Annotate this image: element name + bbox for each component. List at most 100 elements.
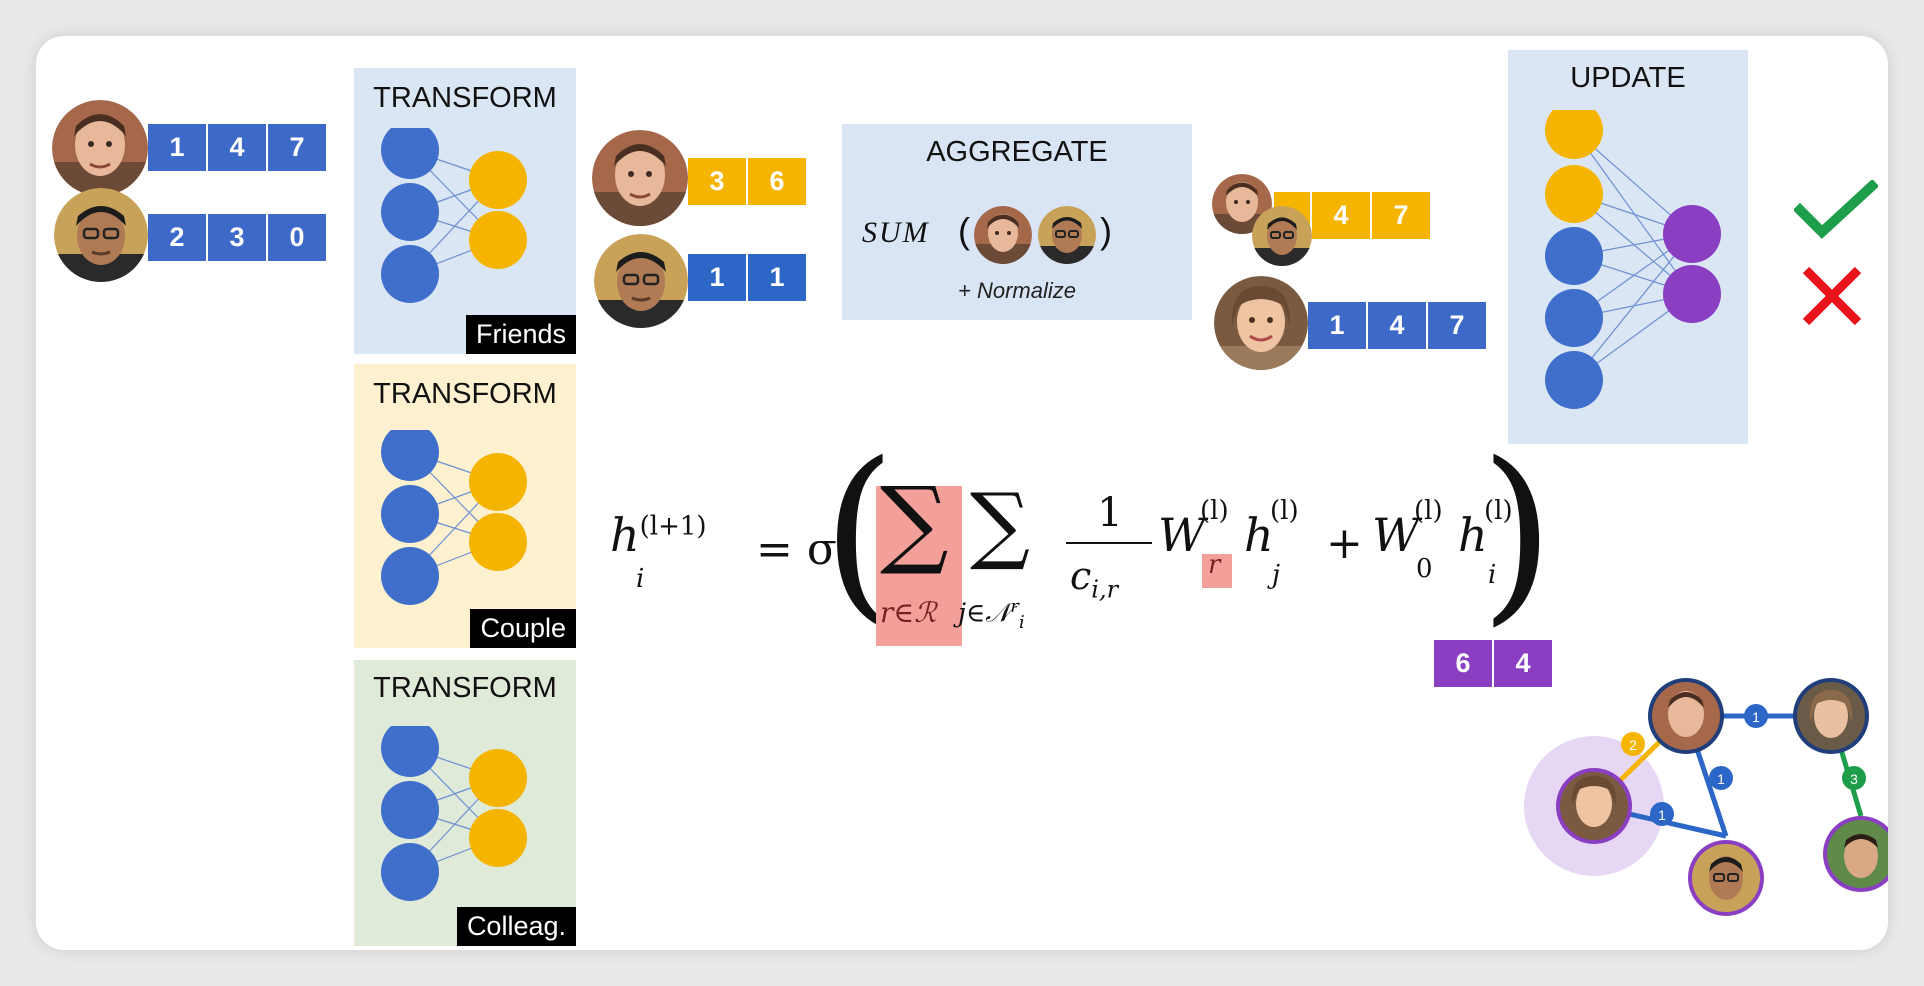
graph-node-woman-b bbox=[1793, 678, 1869, 754]
weight-w-sub: r bbox=[1208, 550, 1221, 580]
fraction-numerator: 1 bbox=[1097, 490, 1123, 536]
vector-cell: 4 bbox=[1366, 302, 1426, 349]
input-vector-man-b: 2 3 0 bbox=[148, 214, 326, 261]
neighbor-h-sup: (l) bbox=[1270, 496, 1299, 526]
self-weight-w: W bbox=[1372, 508, 1420, 562]
rgcn-formula: h(l+1) i = σ ( ∑ r∈ℛ ∑ j∈𝒩ri 1 ci,r W (l… bbox=[610, 438, 1554, 666]
relation-label-friends: Friends bbox=[465, 315, 576, 354]
self-h-sub: i bbox=[1488, 560, 1497, 590]
neighbor-sum-sub-sup: r bbox=[1010, 596, 1019, 617]
edge-badge bbox=[1621, 732, 1645, 756]
vector-cell: 4 bbox=[206, 124, 266, 171]
formula-paren-close: ) bbox=[1480, 422, 1555, 643]
formula-h: h bbox=[610, 508, 640, 562]
vector-cell: 1 bbox=[148, 124, 206, 171]
person-avatar-man-b bbox=[1252, 206, 1312, 266]
normalize-label: + Normalize bbox=[958, 278, 1076, 303]
message-vector-man-a: 3 6 bbox=[688, 158, 806, 205]
neural-net-icon bbox=[381, 726, 527, 901]
paren-open: ( bbox=[958, 210, 970, 251]
edge-badge bbox=[1650, 802, 1674, 826]
vector-cell: 3 bbox=[206, 214, 266, 261]
vector-cell: 7 bbox=[266, 124, 326, 171]
relation-label-colleagues: Colleag. bbox=[456, 907, 576, 946]
vector-cell: 6 bbox=[1434, 640, 1492, 687]
neural-net-icon bbox=[381, 128, 527, 303]
transform-panel-friends: TRANSFORM Friends bbox=[354, 68, 576, 354]
edge-badge-label: 1 bbox=[1658, 807, 1666, 823]
edge-badge-label: 3 bbox=[1850, 771, 1858, 787]
panel-title: TRANSFORM bbox=[373, 82, 557, 114]
slide-canvas: 1 4 7 2 3 0 TRANSFORM Friends TRANSFORM … bbox=[36, 36, 1888, 950]
vector-cell: 1 bbox=[688, 254, 746, 301]
person-avatar-man-b bbox=[594, 234, 688, 328]
message-vector-man-b: 1 1 bbox=[688, 254, 806, 301]
edge-badge bbox=[1842, 766, 1866, 790]
person-avatar-woman bbox=[1214, 276, 1308, 370]
neural-net-icon bbox=[381, 430, 527, 605]
relation-sum-sub: r∈ℛ bbox=[880, 596, 937, 629]
vector-cell: 7 bbox=[1370, 192, 1430, 239]
neighbor-sum-sub-sub: i bbox=[1018, 611, 1025, 633]
neighbor-h-sub: j bbox=[1272, 560, 1281, 590]
weight-w: W bbox=[1158, 508, 1206, 562]
person-avatar-man-a bbox=[592, 130, 688, 226]
self-h-sup: (l) bbox=[1484, 496, 1513, 526]
sum-label: SUM bbox=[862, 216, 930, 249]
person-avatar-man-b bbox=[1038, 206, 1096, 264]
vector-cell: 2 bbox=[148, 214, 206, 261]
vector-cell: 6 bbox=[746, 158, 806, 205]
graph-node-man-c bbox=[1823, 816, 1888, 892]
panel-title: UPDATE bbox=[1570, 62, 1686, 94]
graph-node-woman bbox=[1556, 768, 1632, 844]
weight-w-sup: (l) bbox=[1200, 496, 1229, 526]
edge-badge-label: 1 bbox=[1717, 771, 1725, 787]
vector-cell: 4 bbox=[1310, 192, 1370, 239]
graph-node-man-a bbox=[1648, 678, 1724, 754]
fraction-denominator: ci,r bbox=[1070, 554, 1118, 604]
transform-panel-couple: TRANSFORM Couple bbox=[354, 364, 576, 648]
update-panel: UPDATE bbox=[1508, 50, 1748, 444]
formula-equals-sigma: = σ bbox=[756, 524, 837, 575]
self-h: h bbox=[1458, 508, 1488, 562]
update-network-icon bbox=[1545, 110, 1721, 409]
edge-badge bbox=[1709, 766, 1733, 790]
input-vector-man-a: 1 4 7 bbox=[148, 124, 326, 171]
transform-panel-colleagues: TRANSFORM Colleag. bbox=[354, 660, 576, 946]
output-vector: 6 4 bbox=[1434, 640, 1552, 687]
cross-icon bbox=[1802, 266, 1862, 326]
person-avatar-man-a bbox=[1212, 174, 1272, 234]
relation-sum-symbol: ∑ bbox=[880, 466, 949, 578]
person-avatar-man-a bbox=[52, 100, 148, 196]
weight-sub-highlight bbox=[1202, 554, 1232, 588]
fraction-den-c: c bbox=[1070, 554, 1092, 598]
person-avatar-man-a bbox=[974, 206, 1032, 264]
aggregated-vector-blue: 1 4 7 bbox=[1308, 302, 1486, 349]
fraction-den-sub: i,r bbox=[1091, 575, 1119, 604]
neighbor-sum-symbol: ∑ bbox=[970, 475, 1030, 573]
panel-title: TRANSFORM bbox=[373, 672, 557, 704]
vector-cell: 7 bbox=[1426, 302, 1486, 349]
edge-badge-label: 1 bbox=[1752, 709, 1760, 725]
neighbor-sum-sub: j∈𝒩ri bbox=[958, 596, 1025, 633]
formula-plus: + bbox=[1326, 518, 1363, 569]
graph-node-man-b bbox=[1688, 840, 1764, 916]
self-weight-sup: (l) bbox=[1414, 496, 1443, 526]
formula-lhs-sup: (l+1) bbox=[639, 511, 707, 542]
relation-sum-highlight bbox=[876, 486, 962, 646]
relational-graph: 1 1 1 2 3 bbox=[1524, 678, 1888, 916]
vector-cell: 4 bbox=[1492, 640, 1552, 687]
formula-lhs: h(l+1) bbox=[610, 508, 707, 562]
edge-badge-label: 2 bbox=[1629, 737, 1637, 753]
fraction-bar bbox=[1066, 542, 1152, 544]
vector-cell: 0 bbox=[266, 214, 326, 261]
neighbor-h: h bbox=[1244, 508, 1274, 562]
edge-badge bbox=[1744, 704, 1768, 728]
panel-title: TRANSFORM bbox=[373, 378, 557, 410]
self-weight-sub: 0 bbox=[1416, 554, 1433, 584]
vector-cell: 1 bbox=[1308, 302, 1366, 349]
relation-label-couple: Couple bbox=[470, 609, 576, 648]
aggregate-panel: AGGREGATE SUM ( ) + Normalize bbox=[842, 124, 1192, 320]
neighbor-sum-sub-text: j∈𝒩 bbox=[958, 598, 1011, 629]
vector-cell: 1 bbox=[746, 254, 806, 301]
